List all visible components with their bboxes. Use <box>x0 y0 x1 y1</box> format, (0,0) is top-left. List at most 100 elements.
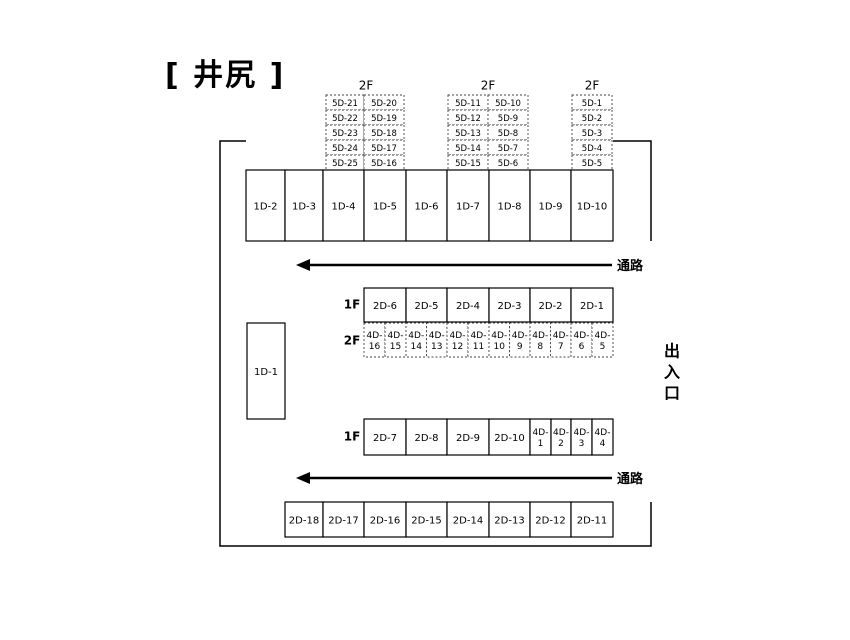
parking-space-1d <box>405 169 448 242</box>
space-label: 1D-8 <box>497 202 521 213</box>
space-label: 5 <box>600 342 606 352</box>
space-label: 2D-12 <box>535 516 565 527</box>
parking-space-5d <box>487 154 529 171</box>
space-label: 5D-13 <box>455 129 481 139</box>
parking-space-2d <box>284 501 324 538</box>
space-label: 5D-7 <box>498 144 518 154</box>
space-label: 4D- <box>471 331 487 341</box>
space-label: 2D-5 <box>414 301 438 312</box>
space-label: 1D-1 <box>254 367 278 378</box>
space-label: 4D- <box>491 331 507 341</box>
parking-space-1d <box>488 169 531 242</box>
parking-space-5d <box>447 124 489 141</box>
space-label: 16 <box>369 342 381 352</box>
space-label: 5D-21 <box>332 99 358 109</box>
space-label: 2D-17 <box>328 516 358 527</box>
floor-label-2f-upper: 2F <box>359 79 374 93</box>
space-label: 1 <box>538 439 544 449</box>
parking-space-2d <box>488 287 531 323</box>
parking-space-1d <box>245 169 286 242</box>
space-label: 1D-6 <box>414 202 438 213</box>
space-label: 5D-10 <box>495 99 521 109</box>
space-label: 7 <box>558 342 564 352</box>
space-label: 2D-11 <box>577 516 607 527</box>
parking-space-5d <box>571 94 613 111</box>
entrance-label-char-1: 出 <box>664 342 680 361</box>
parking-space-1d <box>446 169 490 242</box>
space-label: 5D-20 <box>371 99 397 109</box>
parking-space-2d <box>363 501 407 538</box>
space-label: 2D-2 <box>538 301 562 312</box>
space-label: 4D- <box>553 331 569 341</box>
space-label: 2 <box>558 439 564 449</box>
parking-space-5d <box>487 124 529 141</box>
space-label: 11 <box>473 342 484 352</box>
parking-space-5d <box>363 94 405 111</box>
floor-label-2f-upper: 2F <box>585 79 600 93</box>
space-label: 2D-1 <box>580 301 604 312</box>
parking-space-5d <box>487 94 529 111</box>
parking-space-5d <box>363 154 405 171</box>
parking-space-2d <box>446 287 490 323</box>
floor-label-2f-middle: 2F <box>344 334 361 348</box>
space-label: 4D- <box>532 331 548 341</box>
parking-space-5d <box>363 109 405 126</box>
space-label: 2D-13 <box>494 516 524 527</box>
space-label: 5D-18 <box>371 129 397 139</box>
space-label: 5D-11 <box>455 99 481 109</box>
parking-space-5d <box>487 109 529 126</box>
parking-space-2d <box>570 287 614 323</box>
space-label: 4D- <box>595 331 611 341</box>
parking-space-1d <box>246 322 286 420</box>
parking-space-1d <box>284 169 324 242</box>
parking-space-5d <box>571 154 613 171</box>
passage-arrow-lower-head <box>296 472 310 484</box>
space-label: 4D- <box>533 428 549 438</box>
space-label: 4D- <box>574 428 590 438</box>
space-label: 1D-5 <box>373 202 397 213</box>
space-label: 2D-9 <box>456 433 480 444</box>
space-label: 2D-15 <box>411 516 441 527</box>
passage-arrow-upper-head <box>296 259 310 271</box>
parking-space-1d <box>363 169 407 242</box>
space-label: 2D-4 <box>456 301 480 312</box>
space-label: 15 <box>390 342 401 352</box>
parking-space-5d <box>447 139 489 156</box>
parking-space-1d <box>570 169 614 242</box>
space-label: 5D-14 <box>455 144 481 154</box>
parking-space-2d <box>570 501 614 538</box>
space-label: 2D-3 <box>497 301 521 312</box>
space-label: 2D-18 <box>289 516 319 527</box>
parking-space-5d <box>447 154 489 171</box>
space-label: 2D-16 <box>370 516 400 527</box>
parking-space-5d <box>447 94 489 111</box>
floor-label-1f-lower: 1F <box>344 430 361 444</box>
space-label: 5D-5 <box>582 159 602 169</box>
entrance-label-char-3: 口 <box>664 384 680 403</box>
passage-label-lower: 通路 <box>617 471 644 487</box>
space-label: 5D-12 <box>455 114 481 124</box>
space-label: 14 <box>411 342 423 352</box>
space-label: 5D-19 <box>371 114 397 124</box>
space-label: 4D- <box>429 331 445 341</box>
parking-space-5d <box>571 109 613 126</box>
space-label: 2D-14 <box>453 516 483 527</box>
space-label: 2D-10 <box>494 433 524 444</box>
parking-space-5d <box>363 139 405 156</box>
space-label: 1D-9 <box>538 202 562 213</box>
boundary-left-wall <box>219 140 652 547</box>
parking-space-5d <box>571 139 613 156</box>
space-label: 2D-8 <box>414 433 438 444</box>
space-label: 4D- <box>408 331 424 341</box>
passage-label-upper: 通路 <box>617 258 644 274</box>
space-label: 5D-1 <box>582 99 602 109</box>
space-label: 12 <box>452 342 463 352</box>
parking-space-1d <box>529 169 572 242</box>
parking-space-1d <box>322 169 365 242</box>
parking-space-2d <box>529 287 572 323</box>
space-label: 1D-3 <box>292 202 316 213</box>
space-label: 9 <box>517 342 523 352</box>
space-label: 10 <box>494 342 506 352</box>
parking-space-4d <box>591 322 614 358</box>
